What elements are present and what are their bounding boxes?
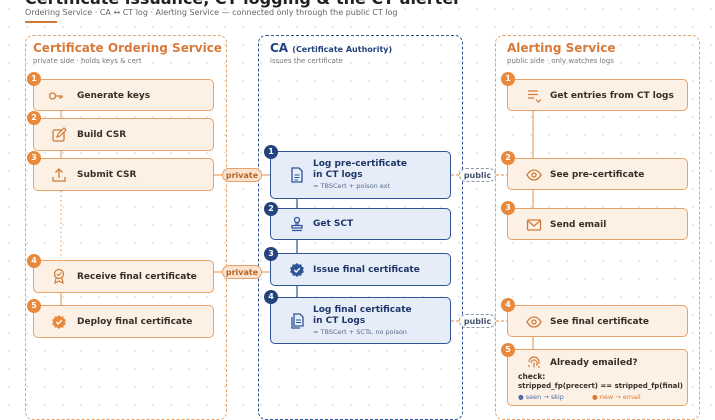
send-email-label: Send email [550, 220, 607, 230]
get-ct-entries-label: Get entries from CT logs [550, 91, 674, 101]
receive-final-certificate-step: Receive final certificate [33, 260, 214, 293]
ordering-step-badge-2: 2 [27, 111, 41, 125]
log-precertificate-note: = TBSCert + poison ext [313, 182, 391, 190]
verified-badge-icon [52, 315, 66, 329]
mail-icon [526, 219, 542, 231]
ca-title-suffix: (Certificate Authority) [292, 45, 393, 54]
ca-step-badge-2: 2 [264, 202, 278, 216]
see-final-certificate-step: See final certificate [507, 305, 688, 337]
log-final-certificate-step: Log final certificate in CT Logs = TBSCe… [270, 297, 451, 344]
ordering-lane-subtitle: private side · holds keys & cert [33, 57, 142, 65]
get-sct-label: Get SCT [313, 219, 354, 229]
alerting-step-badge-4: 4 [501, 298, 515, 312]
verified-badge-icon [290, 263, 304, 277]
log-precertificate-label-1: Log pre-certificate [313, 159, 407, 169]
private-connector-label: private [222, 168, 262, 182]
legend-seen: ● seen → skip [518, 393, 564, 401]
generate-keys-label: Generate keys [77, 91, 151, 101]
private-connector-label: private [222, 265, 262, 279]
see-precertificate-label: See pre-certificate [550, 170, 645, 180]
generate-keys-step: Generate keys [33, 79, 214, 111]
legend-new: ● new → email [592, 393, 641, 401]
eye-icon [526, 316, 542, 328]
get-ct-entries-step: Get entries from CT logs [507, 79, 688, 111]
check-expression: stripped_fp(precert) == stripped_fp(fina… [518, 382, 684, 390]
list-icon [528, 90, 542, 103]
alerting-lane-subtitle: public side · only watches logs [507, 57, 614, 65]
ordering-step-badge-5: 5 [27, 299, 41, 313]
alerting-step-badge-5: 5 [501, 343, 515, 357]
ca-step-badge-4: 4 [264, 290, 278, 304]
ca-lane-title: CA (Certificate Authority) [270, 41, 392, 55]
ca-lane-subtitle: issues the certificate [270, 57, 343, 65]
get-sct-step: Get SCT [270, 208, 451, 240]
ca-step-badge-1: 1 [264, 145, 278, 159]
log-precertificate-label-2: in CT logs [313, 170, 363, 180]
already-emailed-step: Already emailed? check: stripped_fp(prec… [507, 349, 688, 406]
page-title: Certificate issuance, CT logging & the C… [25, 0, 461, 8]
receive-final-certificate-label: Receive final certificate [77, 272, 197, 282]
alerting-step-badge-2: 2 [501, 151, 515, 165]
fingerprint-icon [528, 356, 540, 368]
alerting-step-badge-1: 1 [501, 72, 515, 86]
ca-title-text: CA [270, 41, 289, 55]
check-key: check: [518, 372, 546, 381]
public-connector-label: public [459, 314, 496, 328]
deploy-final-certificate-step: Deploy final certificate [33, 305, 214, 338]
issue-final-certificate-step: Issue final certificate [270, 253, 451, 286]
submit-csr-step: Submit CSR [33, 158, 214, 191]
title-underline [25, 21, 57, 23]
award-icon [53, 268, 65, 284]
submit-csr-label: Submit CSR [77, 170, 137, 180]
alerting-lane-title: Alerting Service [507, 41, 616, 55]
already-emailed-label: Already emailed? [550, 358, 638, 368]
alerting-step-badge-3: 3 [501, 201, 515, 215]
log-precertificate-step: Log pre-certificate in CT logs = TBSCert… [270, 151, 451, 199]
page-subtitle: Ordering Service · CA ↔ CT log · Alertin… [25, 8, 398, 17]
ordering-step-badge-3: 3 [27, 151, 41, 165]
upload-icon [52, 168, 66, 182]
stamp-icon [291, 216, 303, 232]
public-connector-label: public [459, 168, 496, 182]
pencil-square-icon [52, 127, 67, 142]
eye-icon [526, 169, 542, 181]
ordering-lane-title: Certificate Ordering Service [33, 41, 222, 55]
documents-icon [291, 313, 304, 329]
issue-final-certificate-label: Issue final certificate [313, 265, 420, 275]
ca-step-badge-3: 3 [264, 247, 278, 261]
see-final-certificate-label: See final certificate [550, 317, 649, 327]
build-csr-label: Build CSR [77, 130, 127, 140]
build-csr-step: Build CSR [33, 118, 214, 151]
log-final-certificate-label-2: in CT Logs [313, 316, 366, 326]
key-icon [48, 92, 63, 100]
ordering-step-badge-1: 1 [27, 72, 41, 86]
send-email-step: Send email [507, 208, 688, 240]
deploy-final-certificate-label: Deploy final certificate [77, 317, 193, 327]
document-icon [291, 167, 303, 183]
see-precertificate-step: See pre-certificate [507, 158, 688, 190]
log-final-certificate-note: = TBSCert + SCTs, no poison [313, 328, 407, 336]
ordering-step-badge-4: 4 [27, 254, 41, 268]
log-final-certificate-label-1: Log final certificate [313, 305, 412, 315]
